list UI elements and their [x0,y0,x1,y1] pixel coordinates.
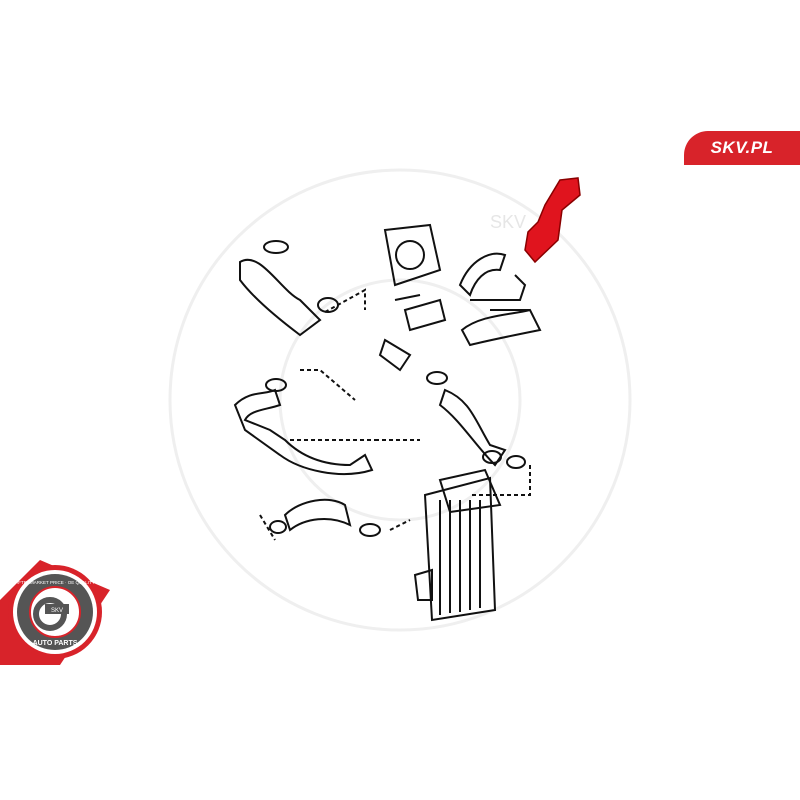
clamp [263,240,289,254]
pipe [458,252,507,297]
watermark-gear [168,168,632,632]
skv-auto-parts-badge: SKV AFTERMARKET PRICE · OE QUALITY AUTO … [0,560,110,665]
badge-bottom-text: AUTO PARTS [33,640,78,647]
hose [438,388,507,467]
lower-hose [283,498,352,532]
line-art [233,223,542,622]
pipe [460,308,542,347]
watermark-text: SKV [490,212,526,232]
highlighted-boost-hose [524,177,581,264]
badge-ring-text: AFTERMARKET PRICE · OE QUALITY [15,580,94,585]
throttle-body [383,223,442,287]
brand-tab: SKV.PL [684,131,800,165]
badge-center-text: SKV [51,608,63,614]
brand-label: SKV.PL [710,138,774,157]
coolant-hose [233,388,374,476]
intake-hose [239,258,322,337]
intercooler [423,476,497,622]
